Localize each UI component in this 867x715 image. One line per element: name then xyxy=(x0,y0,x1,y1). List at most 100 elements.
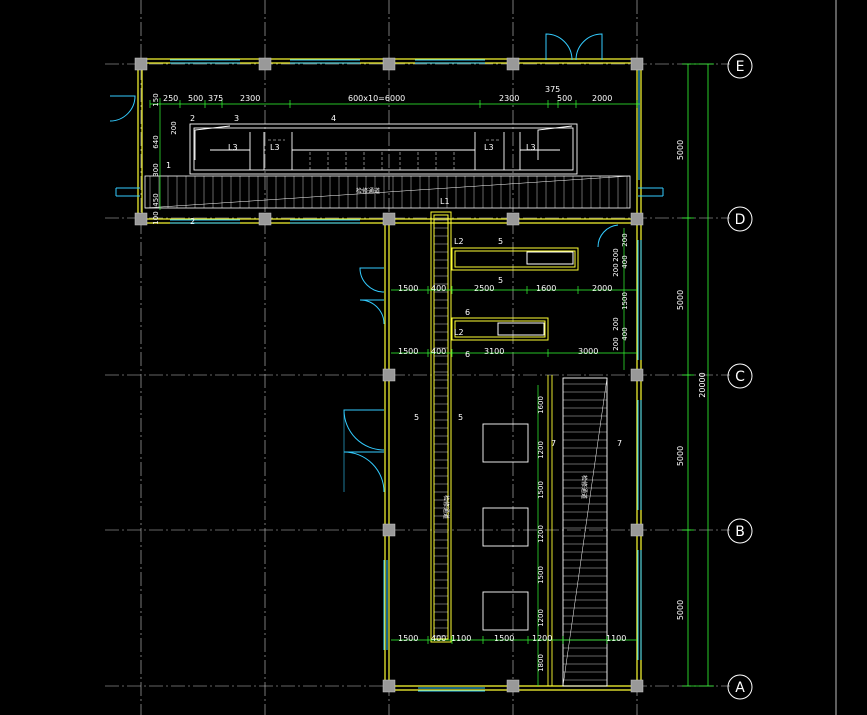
span-e-d: 5000 xyxy=(676,140,685,160)
dim-r1-4: 2000 xyxy=(592,284,612,293)
dim-top-0: 250 xyxy=(163,94,178,103)
dim-top-6: 375 xyxy=(545,85,560,94)
span-d-c: 5000 xyxy=(676,290,685,310)
walkway-text-2: 检修通道 xyxy=(442,495,450,519)
label-l3-c: L3 xyxy=(484,143,494,152)
axis-bubbles: E D C B A xyxy=(727,53,753,700)
dim-vr-5: 200 xyxy=(612,317,620,330)
dim-left-3: 300 xyxy=(152,163,160,176)
dim-r3-2: 1100 xyxy=(451,634,471,643)
dim-r1-2: 2500 xyxy=(474,284,494,293)
label-6-a: 6 xyxy=(465,308,470,317)
dim-r3-0: 1500 xyxy=(398,634,418,643)
dim-left-5: 100 xyxy=(152,211,160,224)
label-7-a: 7 xyxy=(551,439,556,448)
dim-vr-7: 400 xyxy=(621,327,629,340)
columns xyxy=(134,57,644,693)
walkway-vertical-1 xyxy=(430,211,452,643)
dim-r1-0: 1500 xyxy=(398,284,418,293)
dim-r2-1: 400 xyxy=(431,347,446,356)
dim-top-1: 500 xyxy=(188,94,203,103)
span-b-a: 5000 xyxy=(676,600,685,620)
dimension-ticks xyxy=(149,100,638,644)
beam-labels: L1 L2 L2 L3 L3 L3 L3 1 2 2 3 4 5 5 5 5 6… xyxy=(166,114,622,448)
label-5-a: 5 xyxy=(498,237,503,246)
dim-r3-3: 1500 xyxy=(494,634,514,643)
dim-vr-4: 1500 xyxy=(621,292,629,310)
right-dimension-chain xyxy=(682,63,714,687)
dim-vr-6: 200 xyxy=(612,337,620,350)
label-l3-b: L3 xyxy=(270,143,280,152)
label-5-c: 5 xyxy=(414,413,419,422)
walkway-text-1: 检修通道 xyxy=(356,187,380,195)
dim-top-7: 500 xyxy=(557,94,572,103)
label-7-b: 7 xyxy=(617,439,622,448)
walkway-texts: 检修通道 检修通道 检修通道 xyxy=(356,187,588,519)
dim-vm-1: 1200 xyxy=(537,441,545,459)
dim-top-2: 375 xyxy=(208,94,223,103)
label-1: 1 xyxy=(166,161,171,170)
left-dimension-text: 150 200 640 300 450 100 xyxy=(152,93,178,224)
label-5-d: 5 xyxy=(458,413,463,422)
total-height: 20000 xyxy=(698,372,707,397)
windows xyxy=(115,59,664,692)
dim-r2-2: 3100 xyxy=(484,347,504,356)
dim-left-1: 200 xyxy=(170,121,178,134)
dim-r3-4: 1200 xyxy=(532,634,552,643)
dim-left-0: 150 xyxy=(152,93,160,106)
dim-top-3: 2300 xyxy=(240,94,260,103)
interior-mid-dim-text: 1600 1200 1500 1200 1500 1200 1800 xyxy=(537,396,545,672)
dim-top-5: 2300 xyxy=(499,94,519,103)
dim-r2-3: 3000 xyxy=(578,347,598,356)
label-l3-a: L3 xyxy=(228,143,238,152)
doors xyxy=(109,33,619,493)
axis-label-d: D xyxy=(735,212,746,228)
dim-r1-1: 400 xyxy=(431,284,446,293)
interior-right-dim-text: 200 200 400 200 1500 200 200 400 xyxy=(612,233,629,350)
label-l3-d: L3 xyxy=(526,143,536,152)
dim-vm-0: 1600 xyxy=(537,396,545,414)
dim-top-8: 2000 xyxy=(592,94,612,103)
label-2-b: 2 xyxy=(190,217,195,226)
dim-r2-0: 1500 xyxy=(398,347,418,356)
dim-vm-3: 1200 xyxy=(537,525,545,543)
dim-vm-5: 1200 xyxy=(537,609,545,627)
label-l1: L1 xyxy=(440,197,450,206)
dim-top-4: 600x10=6000 xyxy=(348,94,405,103)
axis-label-a: A xyxy=(735,680,745,696)
axis-label-c: C xyxy=(735,369,745,385)
dim-r3-5: 1100 xyxy=(606,634,626,643)
walkway-horizontal xyxy=(144,175,631,209)
dim-vm-4: 1500 xyxy=(537,566,545,584)
label-3: 3 xyxy=(234,114,239,123)
label-5-b: 5 xyxy=(498,276,503,285)
dim-vm-6: 1800 xyxy=(537,654,545,672)
dim-vr-1: 200 xyxy=(612,248,620,261)
beam-frames xyxy=(451,247,579,341)
label-2-a: 2 xyxy=(190,114,195,123)
dim-vr-3: 200 xyxy=(612,263,620,276)
dim-r1-3: 1600 xyxy=(536,284,556,293)
dim-left-4: 450 xyxy=(152,193,160,206)
walkway-text-3: 检修通道 xyxy=(580,475,588,499)
label-6-b: 6 xyxy=(465,350,470,359)
equipment-frame-top xyxy=(189,123,578,175)
axis-label-e: E xyxy=(736,59,745,75)
dim-r3-1: 400 xyxy=(431,634,446,643)
span-c-b: 5000 xyxy=(676,446,685,466)
dim-left-2: 640 xyxy=(152,135,160,148)
dim-vm-2: 1500 xyxy=(537,481,545,499)
axis-label-b: B xyxy=(735,524,745,540)
top-dimension-text: 250 500 375 2300 600x10=6000 2300 375 50… xyxy=(163,85,612,103)
right-dimension-text: 5000 5000 5000 5000 20000 xyxy=(676,140,707,620)
walkway-vertical-2 xyxy=(547,375,608,687)
dim-vr-0: 200 xyxy=(621,233,629,246)
row-dimension-text: 1500 400 2500 1600 2000 1500 400 3100 30… xyxy=(398,284,626,643)
equipment-boxes xyxy=(482,423,529,631)
walkway-vertical-1-treads xyxy=(434,219,448,637)
dim-vr-2: 400 xyxy=(621,255,629,268)
equipment-partitions xyxy=(268,139,500,170)
label-4: 4 xyxy=(331,114,336,123)
label-l2-a: L2 xyxy=(454,237,464,246)
